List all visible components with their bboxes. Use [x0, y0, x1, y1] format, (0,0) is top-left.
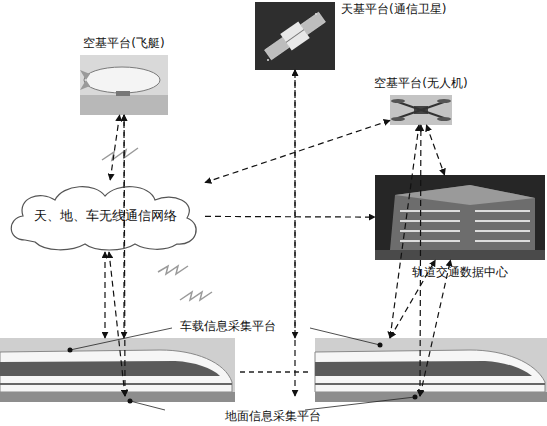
node-label: 轨道交通数据中心 — [412, 265, 508, 279]
dashed-link — [294, 70, 295, 396]
node-label: 空基平台(飞艇) — [83, 36, 164, 50]
gap-dashes — [240, 371, 312, 372]
ground-collector: 地面信息采集平台 — [125, 396, 420, 404]
dashed-link — [205, 120, 390, 182]
leader-lines — [70, 328, 415, 410]
collection-points — [68, 343, 418, 404]
datacenter-picture — [375, 175, 545, 260]
airship-picture — [80, 55, 168, 115]
dashed-link — [205, 216, 375, 218]
dashed-link — [420, 260, 451, 396]
dashed-link — [110, 115, 119, 180]
dashed-link — [390, 125, 419, 338]
airship-platform: 空基平台(飞艇) — [80, 55, 168, 115]
drone-picture — [390, 95, 452, 125]
train-picture — [315, 338, 547, 402]
dashed-link — [390, 260, 435, 338]
network-cloud: 天、地、车无线通信网络 — [5, 180, 205, 252]
node-label: 车载信息采集平台 — [180, 319, 276, 333]
dashed-link — [123, 115, 124, 338]
node-label: 天、地、车无线通信网络 — [34, 209, 177, 223]
satellite-platform: 天基平台(通信卫星) — [255, 2, 335, 70]
dashed-link — [294, 70, 295, 338]
dashed-link — [123, 115, 125, 396]
node-label: 空基平台(无人机) — [374, 76, 467, 90]
dashed-link — [419, 125, 421, 396]
node-label: 天基平台(通信卫星) — [341, 2, 446, 16]
data-center: 轨道交通数据中心 — [375, 175, 545, 260]
dashed-link — [104, 252, 105, 338]
dashed-link — [426, 125, 444, 175]
drone-platform: 空基平台(无人机) — [390, 95, 452, 125]
train-picture — [0, 338, 235, 402]
node-label: 地面信息采集平台 — [225, 409, 321, 423]
dashed-link — [109, 252, 125, 396]
satellite-picture — [255, 2, 335, 70]
onboard-collector: 车载信息采集平台 — [65, 338, 390, 350]
